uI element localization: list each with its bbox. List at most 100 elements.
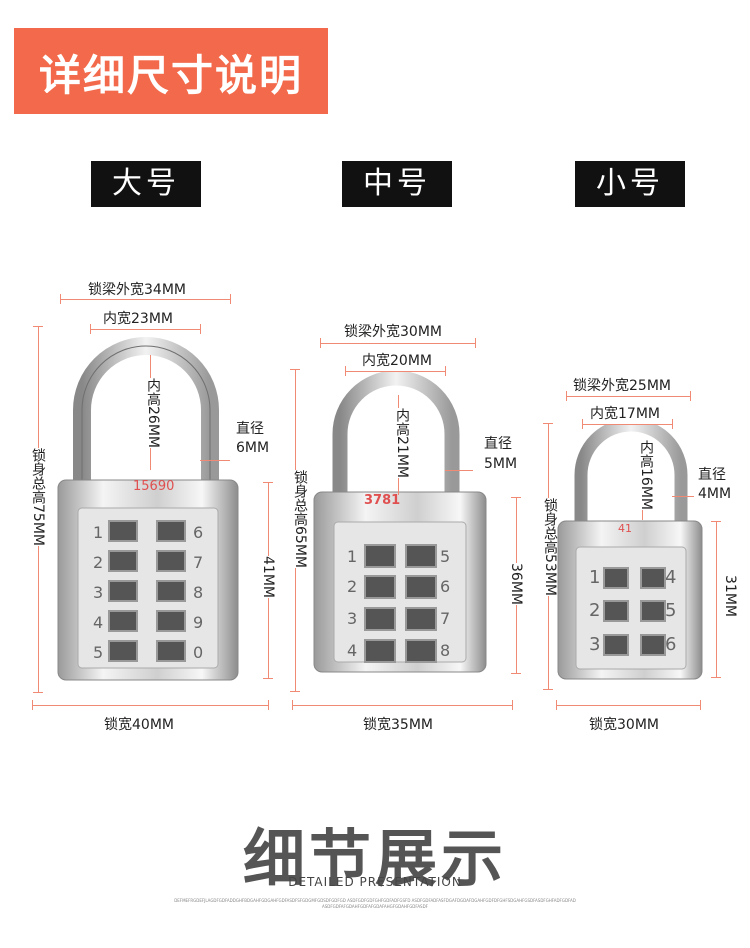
dial-button [405,544,437,568]
dial-button [364,575,396,599]
small-diameter-line [672,496,694,497]
dial-label: 2 [93,553,104,572]
dial-button [156,610,186,632]
tick [511,497,521,498]
tick [200,324,201,334]
dial-button [405,575,437,599]
dial-button [405,607,437,631]
medium-inner-width-label: 内宽20MM [362,353,432,369]
dial-label: 1 [93,523,104,542]
small-body-height-line [716,521,717,677]
tick [566,391,567,401]
small-serial-text: 41 [618,522,632,535]
tick [60,294,61,304]
medium-outer-width-line [320,343,475,344]
tick [711,677,721,678]
large-body-height-label: 41MM [260,556,276,598]
dial-label: 3 [347,609,358,628]
dial-label: 0 [193,643,204,662]
tick [292,700,293,710]
tick [290,691,300,692]
small-padlock-image: 41 [557,425,703,680]
tick [543,689,553,690]
dial-button [156,640,186,662]
medium-diameter-label: 直径 [484,436,512,452]
dial-label: 4 [665,567,677,588]
tick [700,700,701,710]
large-diameter-line [200,460,230,461]
large-total-height-label: 锁身总高75MM [28,448,48,546]
dial-label: 8 [193,583,204,602]
small-inner-height-label: 内高16MM [636,440,656,510]
large-width-line [32,705,268,706]
medium-total-height-label: 锁身总高65MM [290,470,310,568]
tick [582,419,583,429]
tick [711,521,721,522]
dial-label: 1 [589,567,601,588]
large-inner-width-line [90,329,200,330]
dial-button [603,600,629,622]
small-inner-width-label: 内宽17MM [590,406,660,422]
size-tag-large: 大号 [91,161,201,207]
dial-label: 9 [193,613,204,632]
medium-body-height-label: 36MM [508,563,524,605]
dial-label: 6 [665,634,677,655]
small-width-label: 锁宽30MM [589,717,659,733]
tick [512,700,513,710]
footer-subtitle: DETAILED PRESENTATION [288,875,462,889]
dial-label: 8 [440,641,451,660]
tick [263,678,273,679]
tick [672,419,673,429]
tick [263,482,273,483]
tick [230,294,231,304]
small-diameter-label: 直径 [698,467,726,483]
small-diameter-value: 4MM [698,486,732,502]
dial-button [108,520,138,542]
small-total-height-label: 锁身总高53MM [540,498,560,596]
large-serial-text: 15690 [133,479,174,494]
dial-label: 3 [589,634,601,655]
dial-button [364,544,396,568]
dial-button [640,567,666,589]
footer-fine-print: DEFMEFRGDEFJLAGDFGDFADDGHFBDGAHFGDGAHFGD… [174,898,576,909]
dial-button [108,610,138,632]
medium-outer-width-label: 锁梁外宽30MM [344,324,442,340]
tick [32,700,33,710]
dial-button [364,639,396,663]
dial-label: 4 [347,641,358,660]
header-title: 详细尺寸说明 [38,51,303,100]
medium-diameter-line [445,470,473,471]
medium-serial-text: 3781 [364,493,400,508]
dial-label: 6 [193,523,204,542]
medium-width-label: 锁宽35MM [363,717,433,733]
medium-inner-height-label: 内高21MM [392,408,412,478]
dial-button [156,550,186,572]
tick [511,673,521,674]
tick [90,324,91,334]
dial-button [156,580,186,602]
dial-button [156,520,186,542]
tick [320,338,321,348]
tick [556,700,557,710]
dial-button [364,607,396,631]
header-banner: 详细尺寸说明 [14,28,328,114]
medium-diameter-value: 5MM [484,456,518,472]
tick [345,366,346,376]
dial-label: 6 [440,577,451,596]
dial-label: 1 [347,547,358,566]
dial-label: 2 [347,577,358,596]
dial-button [108,640,138,662]
large-outer-width-label: 锁梁外宽34MM [88,282,186,298]
tick [543,423,553,424]
tick [33,692,43,693]
tick [290,369,300,370]
dial-label: 7 [440,609,451,628]
footer-title: 细节展示 [242,822,507,895]
dial-label: 3 [93,583,104,602]
dial-label: 2 [589,600,601,621]
small-body-height-label: 31MM [722,575,738,617]
small-outer-width-label: 锁梁外宽25MM [573,378,671,394]
dial-label: 5 [440,547,451,566]
dial-button [108,580,138,602]
dial-label: 5 [93,643,104,662]
